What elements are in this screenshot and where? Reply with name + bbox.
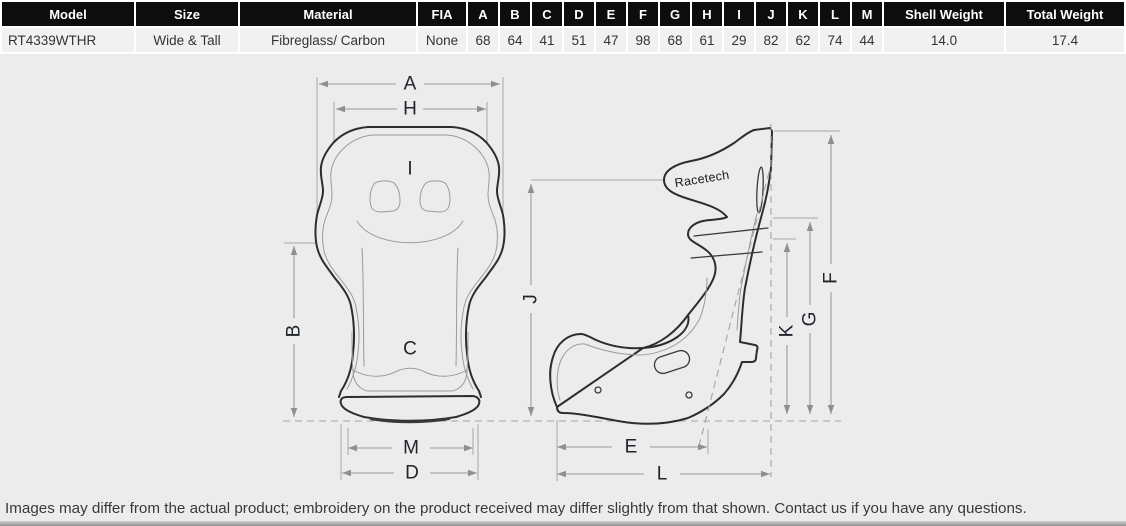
dim-label-e: E: [625, 437, 638, 458]
col-header-f: F: [628, 2, 658, 26]
dim-label-l: L: [657, 464, 668, 485]
col-header-g: G: [660, 2, 690, 26]
dim-label-a: A: [404, 74, 417, 95]
dimension-labels: A H I B C M D J E L K G F: [284, 74, 842, 485]
cell-e: 47: [596, 28, 626, 52]
cell-total-weight: 17.4: [1006, 28, 1124, 52]
dim-label-j: J: [521, 294, 542, 304]
cell-l: 74: [820, 28, 850, 52]
cell-g: 68: [660, 28, 690, 52]
spec-table-header-row: Model Size Material FIA A B C D E F G H …: [2, 2, 1124, 26]
dim-label-d: D: [405, 463, 419, 484]
col-header-total-weight: Total Weight: [1006, 2, 1124, 26]
col-header-b: B: [500, 2, 530, 26]
cell-b: 64: [500, 28, 530, 52]
spec-table: Model Size Material FIA A B C D E F G H …: [0, 0, 1126, 54]
cell-j: 82: [756, 28, 786, 52]
col-header-j: J: [756, 2, 786, 26]
col-header-c: C: [532, 2, 562, 26]
cell-k: 62: [788, 28, 818, 52]
col-header-shell-weight: Shell Weight: [884, 2, 1004, 26]
col-header-k: K: [788, 2, 818, 26]
cell-m: 44: [852, 28, 882, 52]
cell-model: RT4339WTHR: [2, 28, 134, 52]
dim-label-m: M: [403, 438, 419, 459]
seat-front-view: [314, 126, 506, 424]
col-header-d: D: [564, 2, 594, 26]
cell-shell-weight: 14.0: [884, 28, 1004, 52]
seat-side-view: Racetech: [549, 127, 773, 425]
col-header-h: H: [692, 2, 722, 26]
col-header-m: M: [852, 2, 882, 26]
cell-c: 41: [532, 28, 562, 52]
dim-label-f: F: [821, 272, 842, 284]
cell-a: 68: [468, 28, 498, 52]
dim-label-h: H: [403, 99, 417, 120]
cell-h: 61: [692, 28, 722, 52]
dim-label-g: G: [800, 312, 821, 327]
dim-label-i: I: [407, 159, 412, 180]
col-header-size: Size: [136, 2, 238, 26]
dim-label-c: C: [403, 339, 417, 360]
col-header-i: I: [724, 2, 754, 26]
disclaimer-text: Images may differ from the actual produc…: [5, 500, 1027, 517]
col-header-material: Material: [240, 2, 416, 26]
cell-f: 98: [628, 28, 658, 52]
dim-label-k: K: [777, 324, 798, 337]
cell-i: 29: [724, 28, 754, 52]
cell-material: Fibreglass/ Carbon: [240, 28, 416, 52]
seat-dimension-diagram: Racetech A H I B C M D J E L K G F: [283, 74, 842, 485]
bottom-divider: [0, 521, 1126, 526]
col-header-a: A: [468, 2, 498, 26]
col-header-model: Model: [2, 2, 134, 26]
dim-label-b: B: [284, 325, 305, 338]
col-header-l: L: [820, 2, 850, 26]
col-header-e: E: [596, 2, 626, 26]
cell-size: Wide & Tall: [136, 28, 238, 52]
spec-table-data-row: RT4339WTHR Wide & Tall Fibreglass/ Carbo…: [2, 28, 1124, 52]
cell-fia: None: [418, 28, 466, 52]
cell-d: 51: [564, 28, 594, 52]
col-header-fia: FIA: [418, 2, 466, 26]
